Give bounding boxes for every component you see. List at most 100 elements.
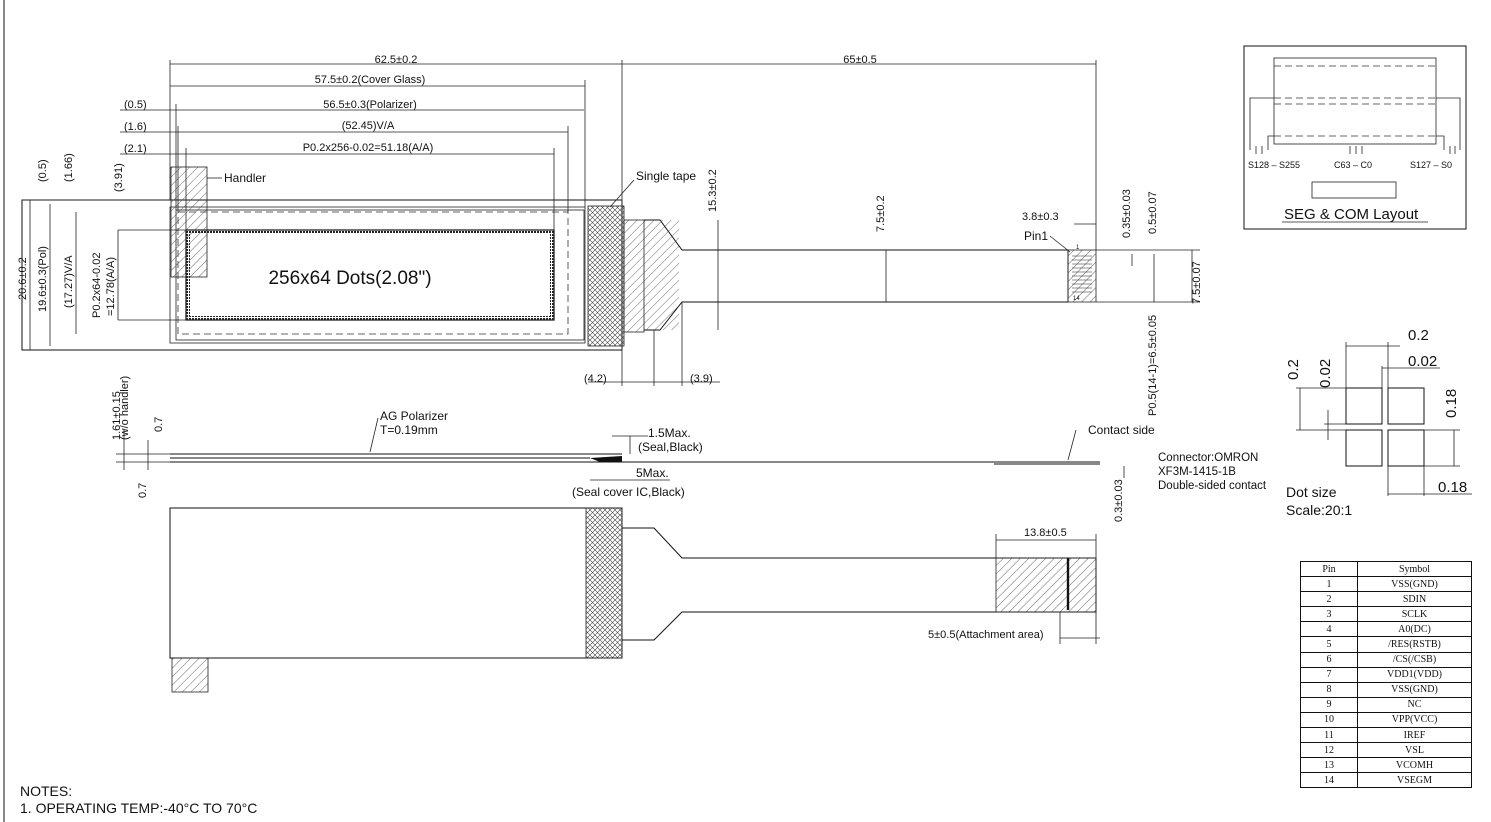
pin-symbol: IREF bbox=[1357, 727, 1472, 744]
pin-symbol: NC bbox=[1357, 696, 1472, 713]
svg-text:13.8±0.5: 13.8±0.5 bbox=[1024, 527, 1067, 539]
svg-text:T=0.19mm: T=0.19mm bbox=[380, 423, 438, 437]
svg-text:(1.66): (1.66) bbox=[63, 153, 75, 182]
pin-number: 11 bbox=[1300, 727, 1358, 744]
svg-text:(4.2): (4.2) bbox=[584, 373, 607, 385]
tape-area bbox=[585, 507, 623, 659]
pin-number: 9 bbox=[1300, 696, 1358, 713]
svg-text:SEG & COM Layout: SEG & COM Layout bbox=[1284, 206, 1419, 223]
notes-title: NOTES: bbox=[20, 783, 73, 799]
table-header-row: Pin Symbol bbox=[1300, 560, 1472, 578]
svg-text:7.5±0.2: 7.5±0.2 bbox=[875, 195, 887, 232]
seg-com-layout: S128 – S255 C63 – C0 S127 – S0 SEG & COM… bbox=[1243, 45, 1467, 230]
svg-text:0.35±0.03: 0.35±0.03 bbox=[1121, 189, 1133, 238]
svg-text:(0.5): (0.5) bbox=[124, 99, 147, 111]
svg-text:S127 – S0: S127 – S0 bbox=[1410, 160, 1452, 170]
svg-text:15.3±0.2: 15.3±0.2 bbox=[707, 169, 719, 212]
pin-symbol: VDD1(VDD) bbox=[1357, 666, 1472, 683]
pin-symbol: SDIN bbox=[1357, 591, 1472, 608]
svg-text:14: 14 bbox=[1073, 296, 1080, 302]
svg-text:AG Polarizer: AG Polarizer bbox=[380, 409, 448, 423]
svg-text:C63 – C0: C63 – C0 bbox=[1334, 160, 1372, 170]
side-view: 1.61±0.15 (w/o handler) 0.7 0.7 AG Polar… bbox=[111, 376, 1267, 522]
svg-text:Connector:OMRON: Connector:OMRON bbox=[1158, 452, 1258, 464]
pin-symbol: /RES(RSTB) bbox=[1357, 636, 1472, 653]
svg-text:7.5±0.07: 7.5±0.07 bbox=[1191, 261, 1203, 304]
pin-symbol: /CS(/CSB) bbox=[1357, 651, 1472, 668]
pin-number: 8 bbox=[1300, 681, 1358, 698]
svg-text:Scale:20:1: Scale:20:1 bbox=[1286, 502, 1352, 518]
pin-number: 12 bbox=[1300, 742, 1358, 759]
handler-bottom bbox=[171, 657, 209, 693]
pin-symbol: VPP(VCC) bbox=[1357, 711, 1472, 729]
svg-text:5Max.: 5Max. bbox=[636, 466, 669, 480]
svg-text:0.3±0.03: 0.3±0.03 bbox=[1113, 479, 1125, 522]
svg-text:(3.91): (3.91) bbox=[113, 163, 125, 192]
svg-text:S128 – S255: S128 – S255 bbox=[1248, 160, 1300, 170]
pin1-label: Pin1 bbox=[1024, 229, 1048, 243]
pin-number: 4 bbox=[1300, 621, 1358, 638]
handler bbox=[170, 166, 208, 278]
svg-text:0.5±0.07: 0.5±0.07 bbox=[1147, 191, 1159, 234]
svg-text:(17.27)V/A: (17.27)V/A bbox=[63, 255, 75, 308]
svg-text:(2.1): (2.1) bbox=[124, 143, 147, 155]
svg-text:0.02: 0.02 bbox=[1317, 359, 1334, 388]
pin-symbol: VSS(GND) bbox=[1357, 576, 1472, 593]
handler-label: Handler bbox=[224, 171, 266, 185]
svg-text:0.18: 0.18 bbox=[1438, 479, 1467, 496]
pin-symbol: SCLK bbox=[1357, 606, 1472, 623]
svg-text:1: 1 bbox=[1076, 245, 1080, 251]
pin-symbol: VSEGM bbox=[1357, 772, 1472, 789]
svg-text:P0.2x64-0.02: P0.2x64-0.02 bbox=[91, 253, 103, 318]
pin-number: 7 bbox=[1300, 666, 1358, 683]
display-text: 256x64 Dots(2.08") bbox=[268, 268, 431, 289]
table-row: 5/RES(RSTB) bbox=[1300, 636, 1472, 653]
bottom-view: 13.8±0.5 5±0.5(Attachment area) bbox=[169, 507, 1100, 693]
svg-text:0.18: 0.18 bbox=[1443, 389, 1460, 418]
svg-text:=12.78(A/A): =12.78(A/A) bbox=[105, 257, 117, 316]
col-header: Symbol bbox=[1357, 560, 1472, 578]
svg-text:1.61±0.15: 1.61±0.15 bbox=[111, 391, 123, 440]
svg-text:56.5±0.3(Polarizer): 56.5±0.3(Polarizer) bbox=[323, 99, 416, 111]
pin-number: 2 bbox=[1300, 591, 1358, 608]
svg-text:62.5±0.2: 62.5±0.2 bbox=[375, 54, 418, 66]
svg-text:(1.6): (1.6) bbox=[124, 121, 147, 133]
svg-text:19.6±0.3(Pol): 19.6±0.3(Pol) bbox=[37, 246, 49, 312]
svg-text:1.5Max.: 1.5Max. bbox=[648, 426, 691, 440]
pin-symbol: A0(DC) bbox=[1357, 621, 1472, 638]
svg-text:Double-sided contact: Double-sided contact bbox=[1158, 480, 1267, 492]
svg-text:(Seal,Black): (Seal,Black) bbox=[638, 440, 703, 454]
stiffener-area bbox=[995, 557, 1097, 613]
svg-text:XF3M-1415-1B: XF3M-1415-1B bbox=[1158, 466, 1236, 478]
svg-text:(3.9): (3.9) bbox=[690, 373, 713, 385]
single-tape bbox=[587, 205, 625, 347]
svg-text:P0.5(14-1)=6.5±0.05: P0.5(14-1)=6.5±0.05 bbox=[1147, 315, 1159, 416]
svg-text:57.5±0.2(Cover Glass): 57.5±0.2(Cover Glass) bbox=[315, 74, 426, 86]
pin-symbol: VSS(GND) bbox=[1357, 681, 1472, 698]
svg-text:3.8±0.3: 3.8±0.3 bbox=[1022, 211, 1059, 223]
notes-line: 1. OPERATING TEMP:-40°C TO 70°C bbox=[20, 800, 258, 816]
svg-text:20.6±0.2: 20.6±0.2 bbox=[17, 257, 29, 300]
svg-text:0.7: 0.7 bbox=[153, 417, 165, 432]
single-tape-label: Single tape bbox=[636, 169, 696, 183]
col-header: Pin bbox=[1300, 560, 1358, 578]
svg-text:0.02: 0.02 bbox=[1408, 353, 1437, 370]
pin-number: 14 bbox=[1300, 772, 1358, 789]
svg-text:0.2: 0.2 bbox=[1408, 327, 1429, 344]
svg-text:5±0.5(Attachment area): 5±0.5(Attachment area) bbox=[928, 629, 1043, 641]
notes: NOTES: 1. OPERATING TEMP:-40°C TO 70°C bbox=[20, 783, 257, 817]
dot-size-detail: 0.2 0.02 0.2 0.02 0.18 0.18 Dot size Sca… bbox=[1285, 327, 1472, 518]
svg-text:65±0.5: 65±0.5 bbox=[843, 54, 877, 66]
